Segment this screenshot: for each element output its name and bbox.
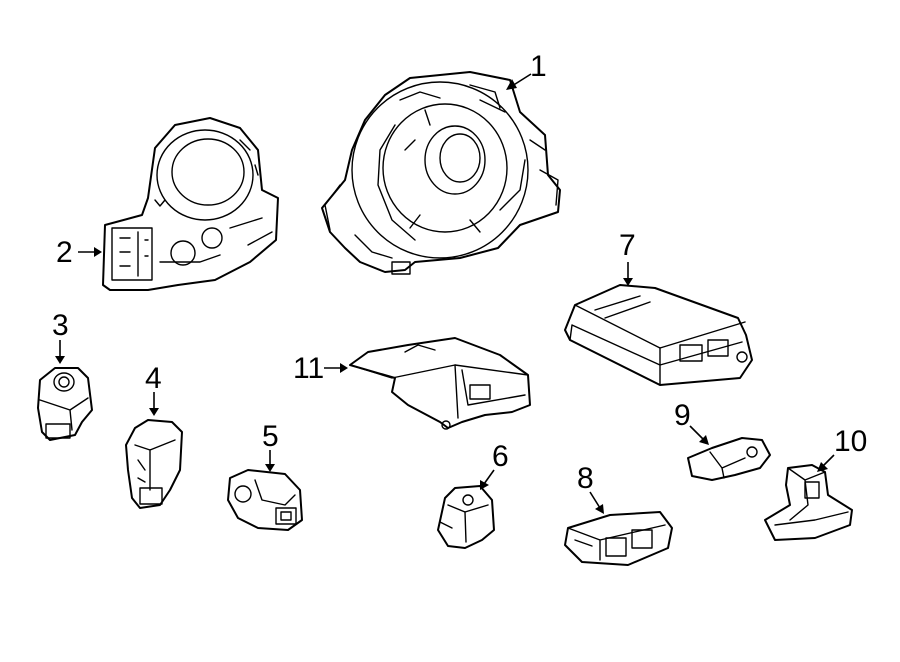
part-2-column-module[interactable] (102, 117, 279, 291)
part-5-sensor[interactable] (227, 469, 303, 531)
callout-7-label: 7 (619, 229, 636, 262)
callout-11: 11 (293, 352, 348, 385)
callout-5: 5 (262, 420, 279, 472)
part-9-sensor[interactable] (687, 437, 771, 481)
part-3-sensor[interactable] (37, 367, 93, 441)
callout-11-label: 11 (293, 352, 324, 385)
part-10-bracket[interactable] (764, 464, 853, 541)
callout-8-label: 8 (577, 462, 594, 495)
callout-5-label: 5 (262, 420, 279, 453)
part-4-sensor[interactable] (125, 419, 183, 509)
part-6-sensor[interactable] (437, 485, 495, 549)
callout-9-label: 9 (674, 399, 691, 432)
callout-3-label: 3 (52, 309, 69, 342)
callout-2-label: 2 (56, 236, 73, 269)
part-1-clock-spring[interactable] (321, 71, 561, 275)
callout-1: 1 (506, 50, 547, 90)
callout-3: 3 (52, 309, 69, 364)
callout-10: 10 (817, 425, 867, 472)
callout-4: 4 (145, 362, 162, 416)
callout-9: 9 (674, 399, 709, 445)
callout-7: 7 (619, 229, 636, 286)
callout-6-label: 6 (492, 440, 509, 473)
part-11-module-bracket[interactable] (349, 337, 531, 430)
callout-2: 2 (56, 236, 102, 269)
callout-10-label: 10 (834, 425, 867, 458)
callout-1-label: 1 (530, 50, 547, 83)
callout-4-label: 4 (145, 362, 162, 395)
callout-6: 6 (480, 440, 509, 490)
part-8-connector-module[interactable] (564, 511, 673, 566)
part-7-control-module[interactable] (564, 284, 753, 386)
callout-8: 8 (577, 462, 604, 514)
